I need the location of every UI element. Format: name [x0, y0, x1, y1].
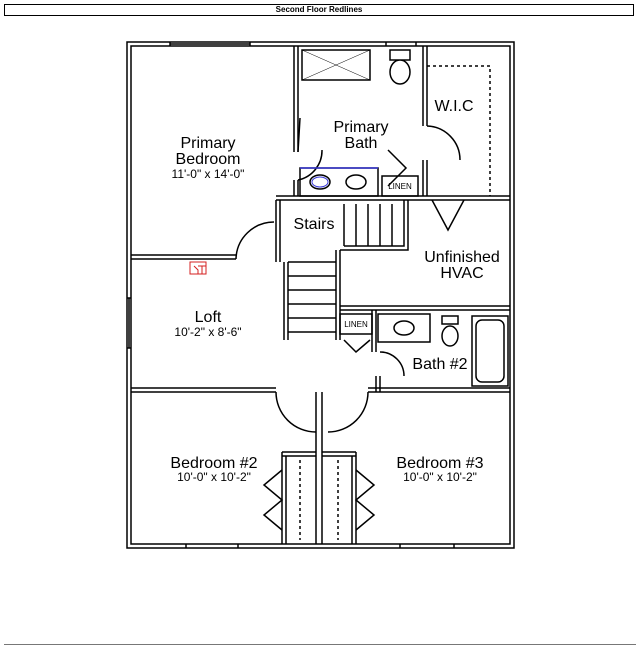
bifold-door-bedroom3 — [354, 469, 376, 531]
stair-treads — [288, 204, 393, 333]
window-loft-west — [127, 297, 131, 349]
wall-bath-wic — [422, 46, 428, 126]
dim-bedroom2: 10'-0" x 10'-2" — [177, 470, 251, 484]
drawing-title: Second Floor Redlines — [4, 4, 634, 16]
label-bedroom3: Bedroom #3 — [396, 455, 483, 472]
tub — [471, 315, 509, 387]
toilet-bath2 — [441, 315, 459, 347]
door-hvac — [431, 199, 465, 232]
wall-bedroom-loft — [131, 254, 236, 260]
label-linen-upper: LINEN — [388, 182, 412, 191]
wall-bedroom-bath — [293, 46, 299, 152]
linen-upper-box — [381, 175, 419, 197]
door-swing-bedroom2 — [275, 391, 317, 433]
windows-south — [185, 544, 455, 548]
label-hvac-2: HVAC — [440, 265, 483, 282]
redline-symbol — [189, 261, 207, 275]
bottom-divider — [4, 644, 636, 645]
door-swing-bedroom — [235, 221, 275, 260]
wall-stair-rail — [283, 262, 289, 340]
door-swing-bedroom3 — [327, 391, 369, 433]
wall-hvac-south — [340, 305, 510, 311]
sink-bath2 — [393, 320, 415, 336]
closet-bedroom3 — [322, 451, 357, 544]
wall-stair-landing — [340, 200, 409, 251]
wic-shelf — [427, 65, 491, 196]
window-bath-north — [385, 42, 417, 46]
sink-right — [345, 174, 367, 190]
closet-shelves — [299, 460, 339, 540]
vanity-bath2 — [377, 313, 431, 343]
wall-loft-bedrooms — [131, 387, 276, 393]
wall-wic-lower — [422, 160, 428, 196]
window-primary-north — [169, 42, 251, 46]
wall-stair-east — [335, 250, 341, 310]
label-primary-bedroom-1: Primary — [180, 135, 235, 152]
label-primary-bedroom-2: Bedroom — [176, 151, 241, 168]
exterior-wall-outer — [126, 41, 515, 549]
label-primary-bath-2: Bath — [345, 135, 378, 152]
label-wic: W.I.C — [434, 98, 473, 115]
wall-stair-west — [275, 200, 281, 262]
label-loft: Loft — [195, 309, 222, 326]
door-linen-upper — [387, 149, 408, 187]
shower-lines — [301, 49, 371, 81]
door-swing-wic — [426, 125, 461, 161]
door-swing-bath2 — [379, 351, 405, 377]
exterior-wall-inner — [130, 45, 511, 545]
tub-inner — [475, 319, 505, 383]
label-hvac-1: Unfinished — [424, 249, 500, 266]
bifold-door-bedroom2 — [262, 469, 284, 531]
label-primary-bath-1: Primary — [333, 119, 388, 136]
label-stairs: Stairs — [294, 216, 335, 233]
shower — [301, 49, 371, 81]
dim-loft: 10'-2" x 8'-6" — [174, 325, 241, 339]
wall-bath2-door — [375, 376, 381, 392]
label-bedroom2: Bedroom #2 — [170, 455, 257, 472]
label-bath2: Bath #2 — [412, 356, 467, 373]
wall-bath2-bedroom3 — [368, 387, 510, 393]
closet-bedroom2 — [281, 451, 316, 544]
wall-bedroom-divider — [315, 392, 323, 544]
sink-left — [309, 174, 331, 190]
door-swing-bath — [297, 117, 323, 181]
toilet-primary — [389, 49, 411, 85]
dim-primary-bedroom: 11'-0" x 14'-0" — [172, 167, 245, 181]
label-linen-lower: LINEN — [344, 320, 368, 329]
redline-sink-left — [311, 176, 329, 188]
door-linen-lower — [343, 339, 371, 354]
dim-bedroom3: 10'-0" x 10'-2" — [403, 470, 477, 484]
linen-lower-box — [339, 313, 373, 335]
wall-bedroom-bath-lower — [293, 180, 299, 196]
